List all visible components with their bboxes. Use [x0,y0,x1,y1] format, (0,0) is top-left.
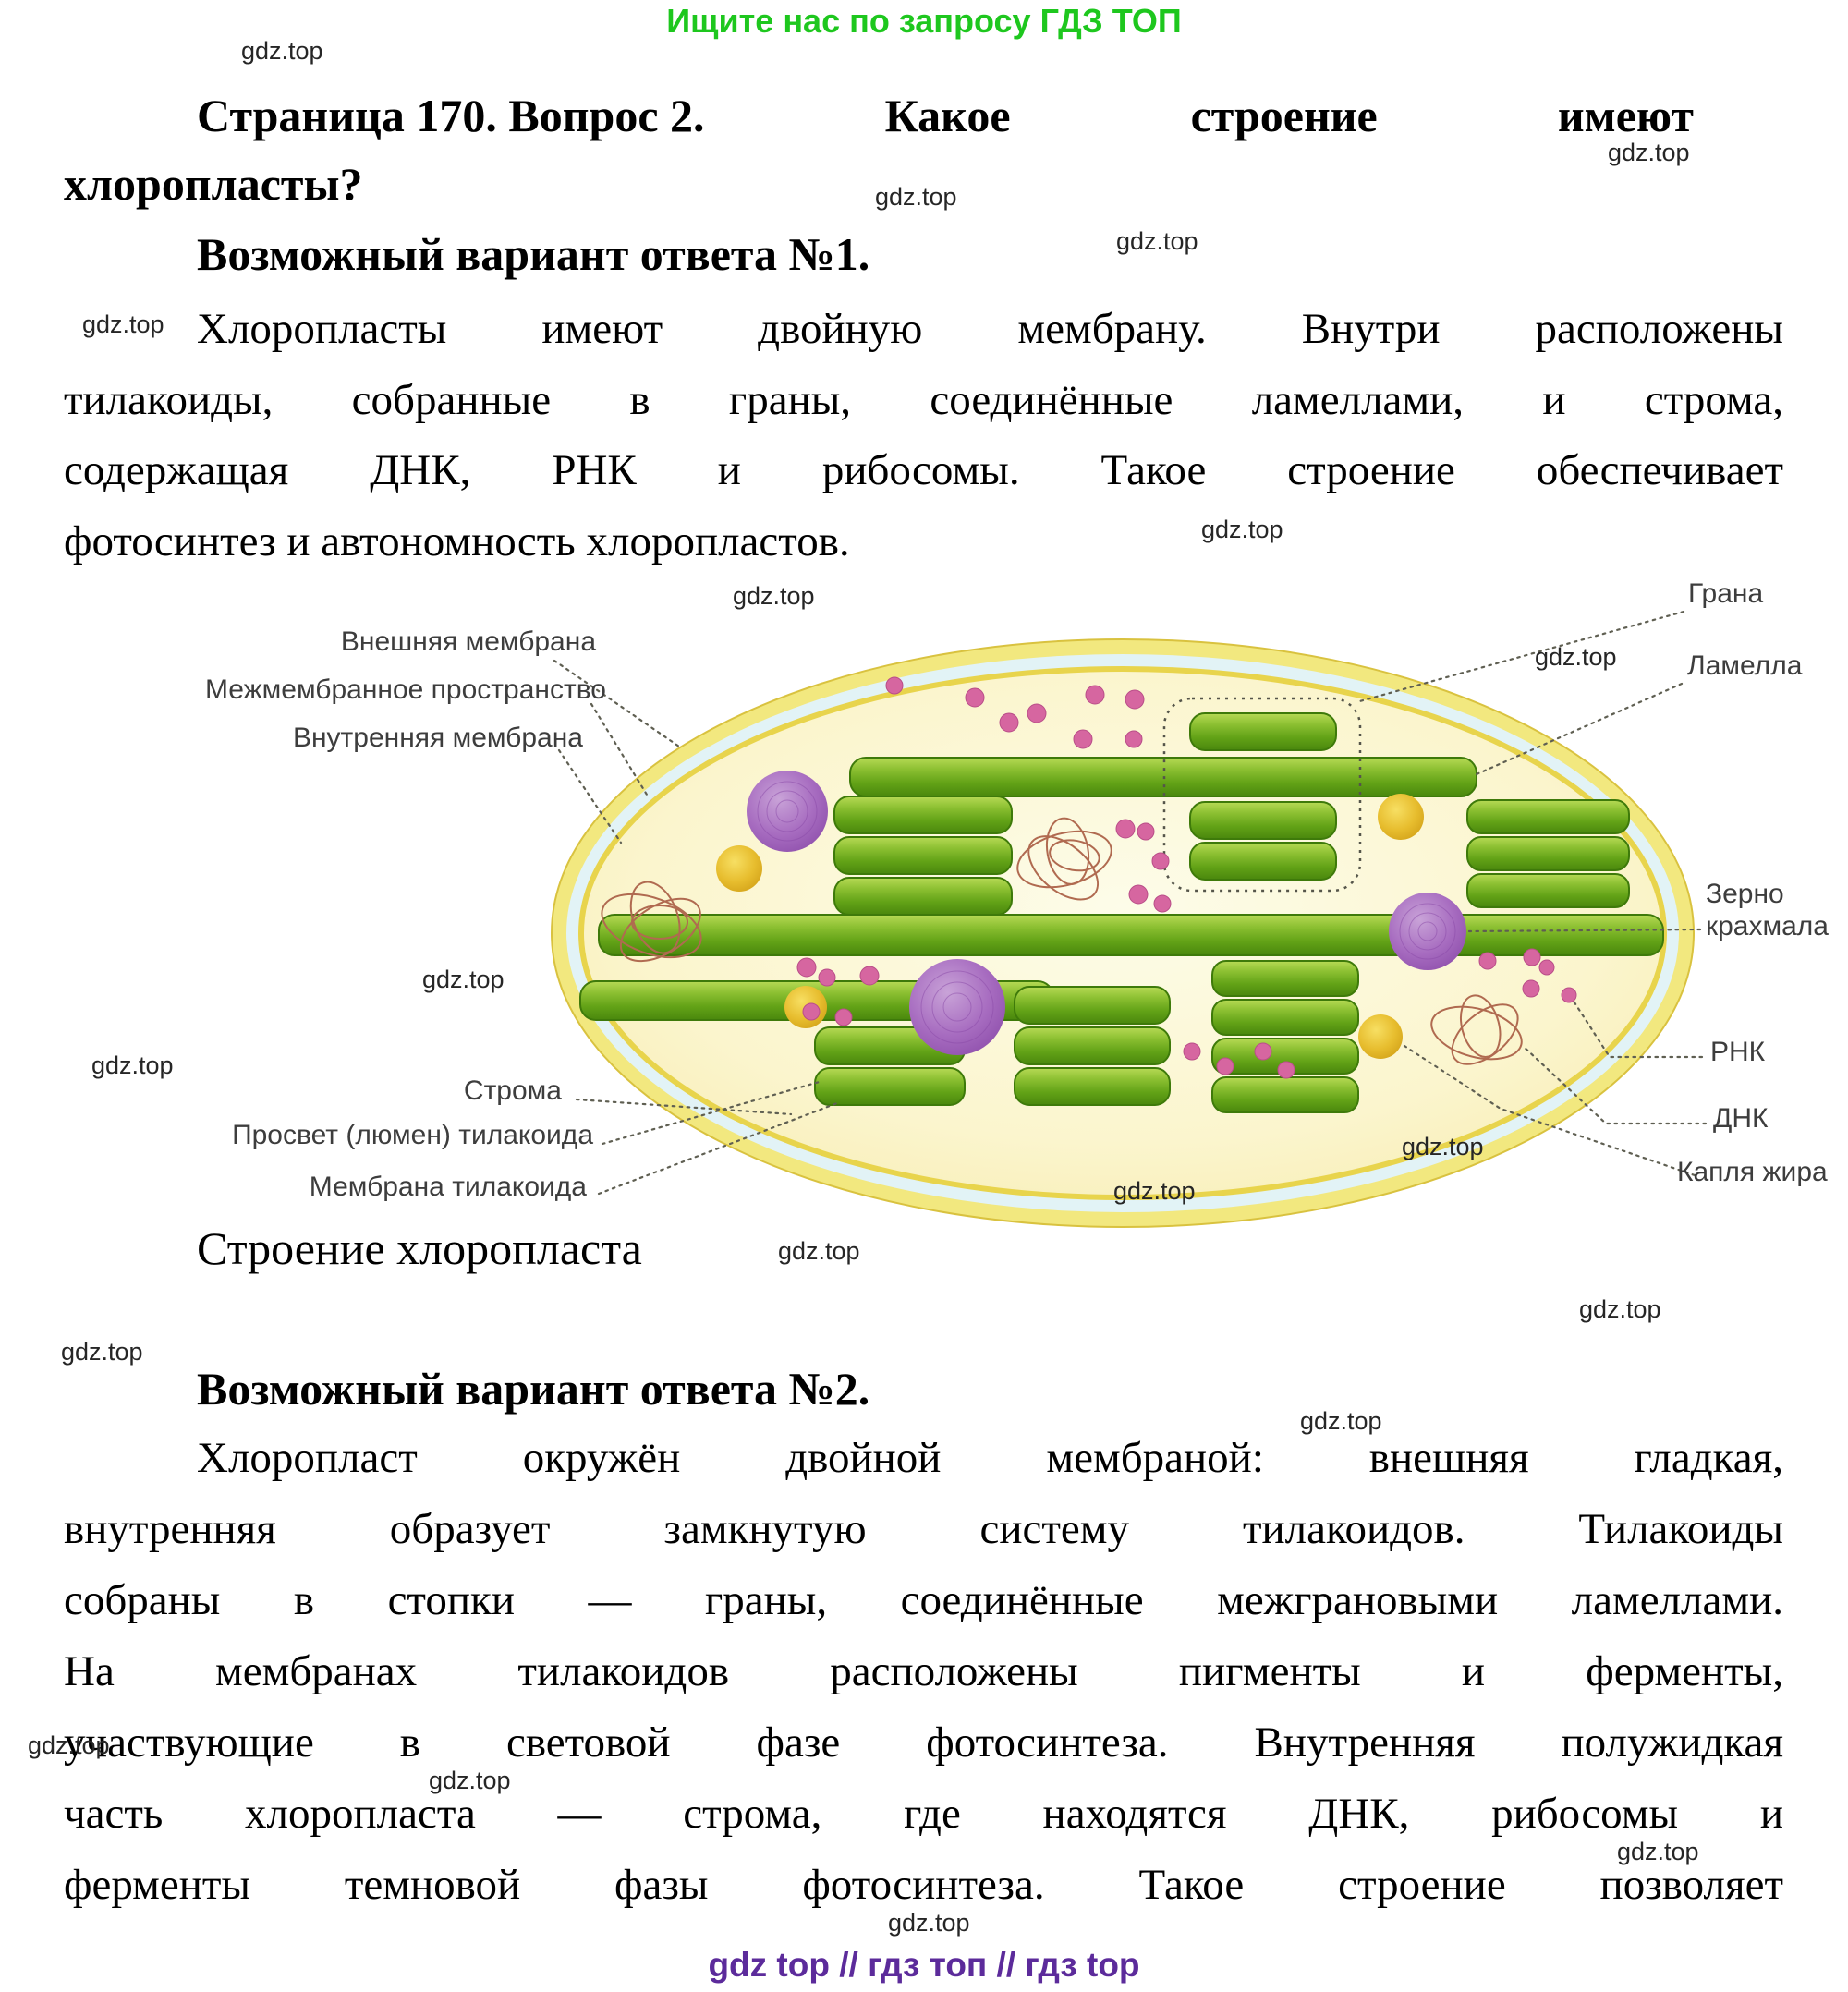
label-rna: РНК [1710,1037,1766,1067]
watermark: gdz.top [888,1909,970,1937]
grana-stack [814,712,1630,1113]
answer2-line: Хлоропласт окружён двойной мембраной: вн… [197,1434,1783,1482]
label-inner-membrane: Внутренняя мембрана [292,723,583,753]
answer1-line: содержащая ДНК, РНК и рибосомы. Такое ст… [64,446,1783,494]
answer2-line: участвующие в световой фазе фотосинтеза.… [64,1719,1783,1767]
watermark: gdz.top [82,310,164,338]
label-intermembrane-space: Межмембранное пространство [204,674,606,705]
watermark: gdz.top [733,582,815,610]
watermark: gdz.top [1201,516,1283,543]
watermark: gdz.top [422,966,505,993]
label-thylakoid-membrane: Мембрана тилакоида [309,1172,587,1202]
starch-grain [747,771,1466,1055]
diagram-caption: Строение хлоропласта [197,1222,642,1274]
watermark: gdz.top [1113,1177,1196,1205]
watermark: gdz.top [875,183,957,211]
watermark: gdz.top [1116,227,1198,255]
answer1-line: тилакоиды, собранные в граны, соединённы… [64,376,1783,424]
watermark: gdz.top [1535,643,1617,671]
answer2-heading: Возможный вариант ответа №2. [197,1363,870,1415]
answer2-line: На мембранах тилакоидов расположены пигм… [64,1647,1783,1695]
label-starch-grain: Зерно крахмала [1706,879,1829,941]
watermark: gdz.top [1608,139,1690,166]
watermark: gdz.top [61,1338,143,1366]
watermark: gdz.top [778,1237,860,1265]
watermark: gdz.top [91,1051,174,1079]
ribosome-dots [796,676,1577,1079]
page-title: Страница 170. Вопрос 2. Какое строение и… [197,89,1694,142]
answer2-line: собраны в стопки — граны, соединённые ме… [64,1576,1783,1624]
label-lumen: Просвет (люмен) тилакоида [232,1120,593,1150]
granum-highlight-box [1162,697,1362,893]
watermark: gdz.top [1402,1133,1484,1160]
answer2-line: внутренняя образует замкнутую систему ти… [64,1505,1783,1553]
watermark: gdz.top [1300,1407,1382,1435]
title-segment: строение [1190,90,1378,141]
watermark: gdz.top [1579,1295,1661,1323]
page-title-line2: хлоропласты? [64,158,363,210]
watermark: gdz.top [1617,1838,1699,1865]
chloroplast-diagram [551,610,1708,1228]
label-granum: Грана [1688,578,1764,609]
answer1-line: фотосинтез и автономность хлоропластов. [64,517,850,565]
watermark: gdz.top [429,1767,511,1794]
answer2-line: ферменты темновой фазы фотосинтеза. Тако… [64,1861,1783,1909]
title-segment: имеют [1557,90,1694,141]
label-lamella: Ламелла [1687,650,1803,681]
footer-links: gdz top // гдз топ // гдз top [708,1946,1140,1984]
answer2-line: часть хлоропласта — строма, где находятс… [64,1790,1783,1838]
label-stroma: Строма [463,1075,562,1106]
label-dna: ДНК [1713,1103,1769,1134]
label-fat-droplet: Капля жира [1677,1157,1828,1187]
promo-banner: Ищите нас по запросу ГДЗ ТОП [666,2,1182,40]
answer1-line: Хлоропласты имеют двойную мембрану. Внут… [197,305,1783,353]
title-segment: Страница 170. Вопрос 2. [197,90,705,141]
watermark: gdz.top [241,37,323,65]
watermark: gdz.top [28,1731,110,1759]
leader-line [553,610,1708,1196]
title-segment: Какое [884,90,1011,141]
dna-strand [601,817,1523,1065]
label-outer-membrane: Внешняя мембрана [340,626,596,657]
answer1-heading: Возможный вариант ответа №1. [197,228,870,280]
